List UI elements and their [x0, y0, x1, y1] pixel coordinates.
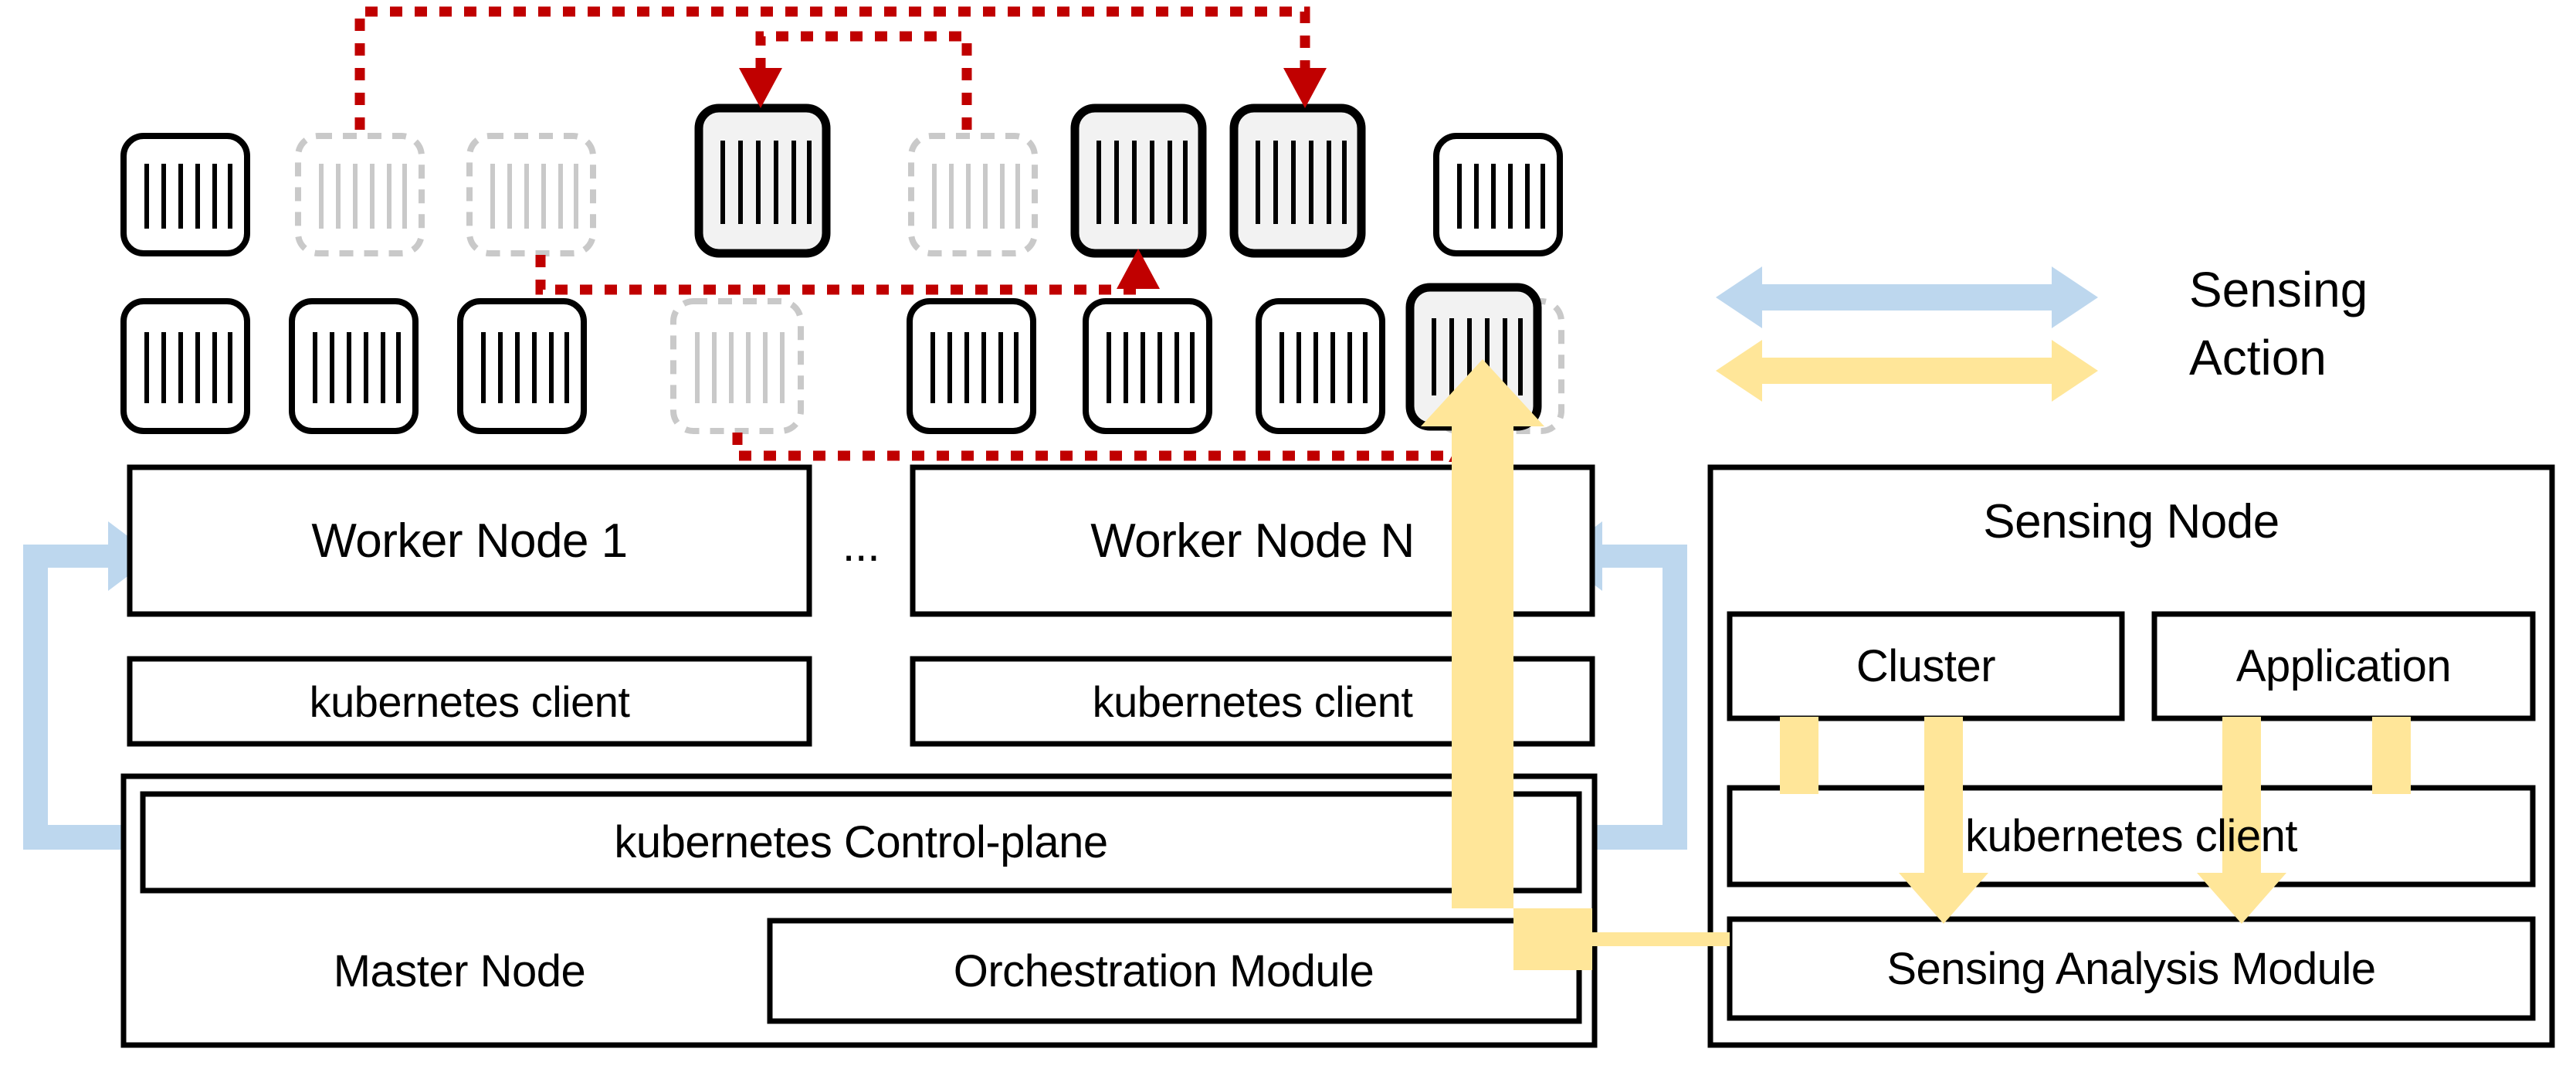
legend-action-label: Action — [2189, 330, 2327, 385]
migration-arrowhead-2 — [739, 68, 782, 108]
action-stub-cluster-left — [1780, 717, 1818, 794]
action-stub-application-right — [2372, 717, 2411, 794]
orchestration-module-box — [767, 918, 1582, 1024]
pod-row2-1 — [120, 298, 250, 434]
worker-node-1-box — [127, 464, 812, 617]
pod-row2-3 — [457, 298, 587, 434]
pod-row1-2 — [295, 133, 425, 256]
legend-sensing-label: Sensing — [2189, 262, 2368, 317]
action-arrow-application — [2197, 717, 2286, 924]
legend-sensing-arrow-icon — [1716, 266, 2098, 328]
worker-node-1-client-box — [127, 656, 812, 747]
pod-row2-2 — [289, 298, 419, 434]
action-arrow-to-pod — [1421, 359, 1730, 970]
pod-row1-8 — [1433, 133, 1563, 256]
pod-row2-4 — [670, 298, 804, 434]
pod-row2-5 — [907, 298, 1036, 434]
pod-row1-7 — [1229, 104, 1366, 258]
control-plane-box — [140, 791, 1582, 894]
pod-row2-6 — [1083, 298, 1212, 434]
legend-action-arrow-icon — [1716, 340, 2098, 402]
pod-row1-5 — [908, 133, 1038, 256]
pod-row1-4 — [694, 104, 831, 258]
migration-path-4 — [732, 433, 1476, 461]
pod-row1-1 — [120, 133, 250, 256]
action-arrow-cluster — [1899, 717, 1988, 924]
migration-path-1 — [354, 6, 1310, 130]
migration-arrowhead-1 — [1283, 68, 1327, 108]
pod-row1-6 — [1070, 104, 1207, 258]
pod-row1-3 — [466, 133, 596, 256]
pod-row2-7 — [1256, 298, 1385, 434]
application-box — [2151, 611, 2536, 721]
migration-arrowhead-3 — [1117, 249, 1160, 289]
sensing-client-box — [1727, 785, 2536, 887]
sensing-analysis-module-box — [1727, 916, 2536, 1021]
